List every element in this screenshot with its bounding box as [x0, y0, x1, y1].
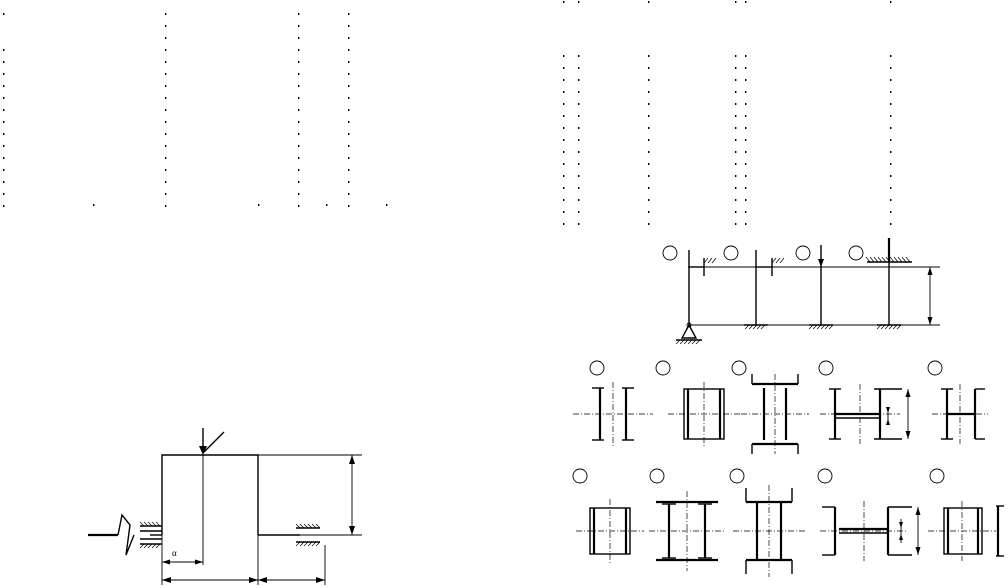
- support-schemes: [662, 238, 940, 345]
- section-marker-4: [818, 360, 834, 376]
- section-marker-6: [572, 468, 588, 484]
- section-marker-10: [929, 468, 945, 484]
- left-support: [88, 513, 162, 556]
- section-marker-2: [655, 360, 671, 376]
- dotted-table-right: [563, 1, 892, 225]
- frame-diagram: α: [88, 428, 362, 585]
- scheme-3-marker: [795, 245, 811, 261]
- section-marker-1: [589, 360, 605, 376]
- scheme-3-column: [809, 245, 833, 326]
- scheme-4-column: [867, 238, 912, 326]
- scheme-2-column: [744, 250, 773, 326]
- section-marker-9: [817, 468, 833, 484]
- scheme-1-column: [676, 250, 705, 341]
- scheme-2-marker: [723, 245, 739, 261]
- bottom-dimensions: α: [161, 535, 326, 585]
- load-arrow: [199, 428, 225, 455]
- dotted-table-left: [3, 13, 388, 207]
- section-marker-3: [731, 360, 747, 376]
- scheme-4-marker: [848, 245, 864, 261]
- section-marker-7: [649, 468, 665, 484]
- cross-sections: [572, 360, 1004, 577]
- section-marker-8: [729, 468, 745, 484]
- height-dimension: [258, 454, 362, 536]
- section-marker-5: [927, 360, 943, 376]
- frame-outline: [161, 454, 259, 535]
- alpha-label: α: [172, 548, 177, 558]
- right-support: [295, 523, 321, 547]
- scheme-1-marker: [662, 245, 678, 261]
